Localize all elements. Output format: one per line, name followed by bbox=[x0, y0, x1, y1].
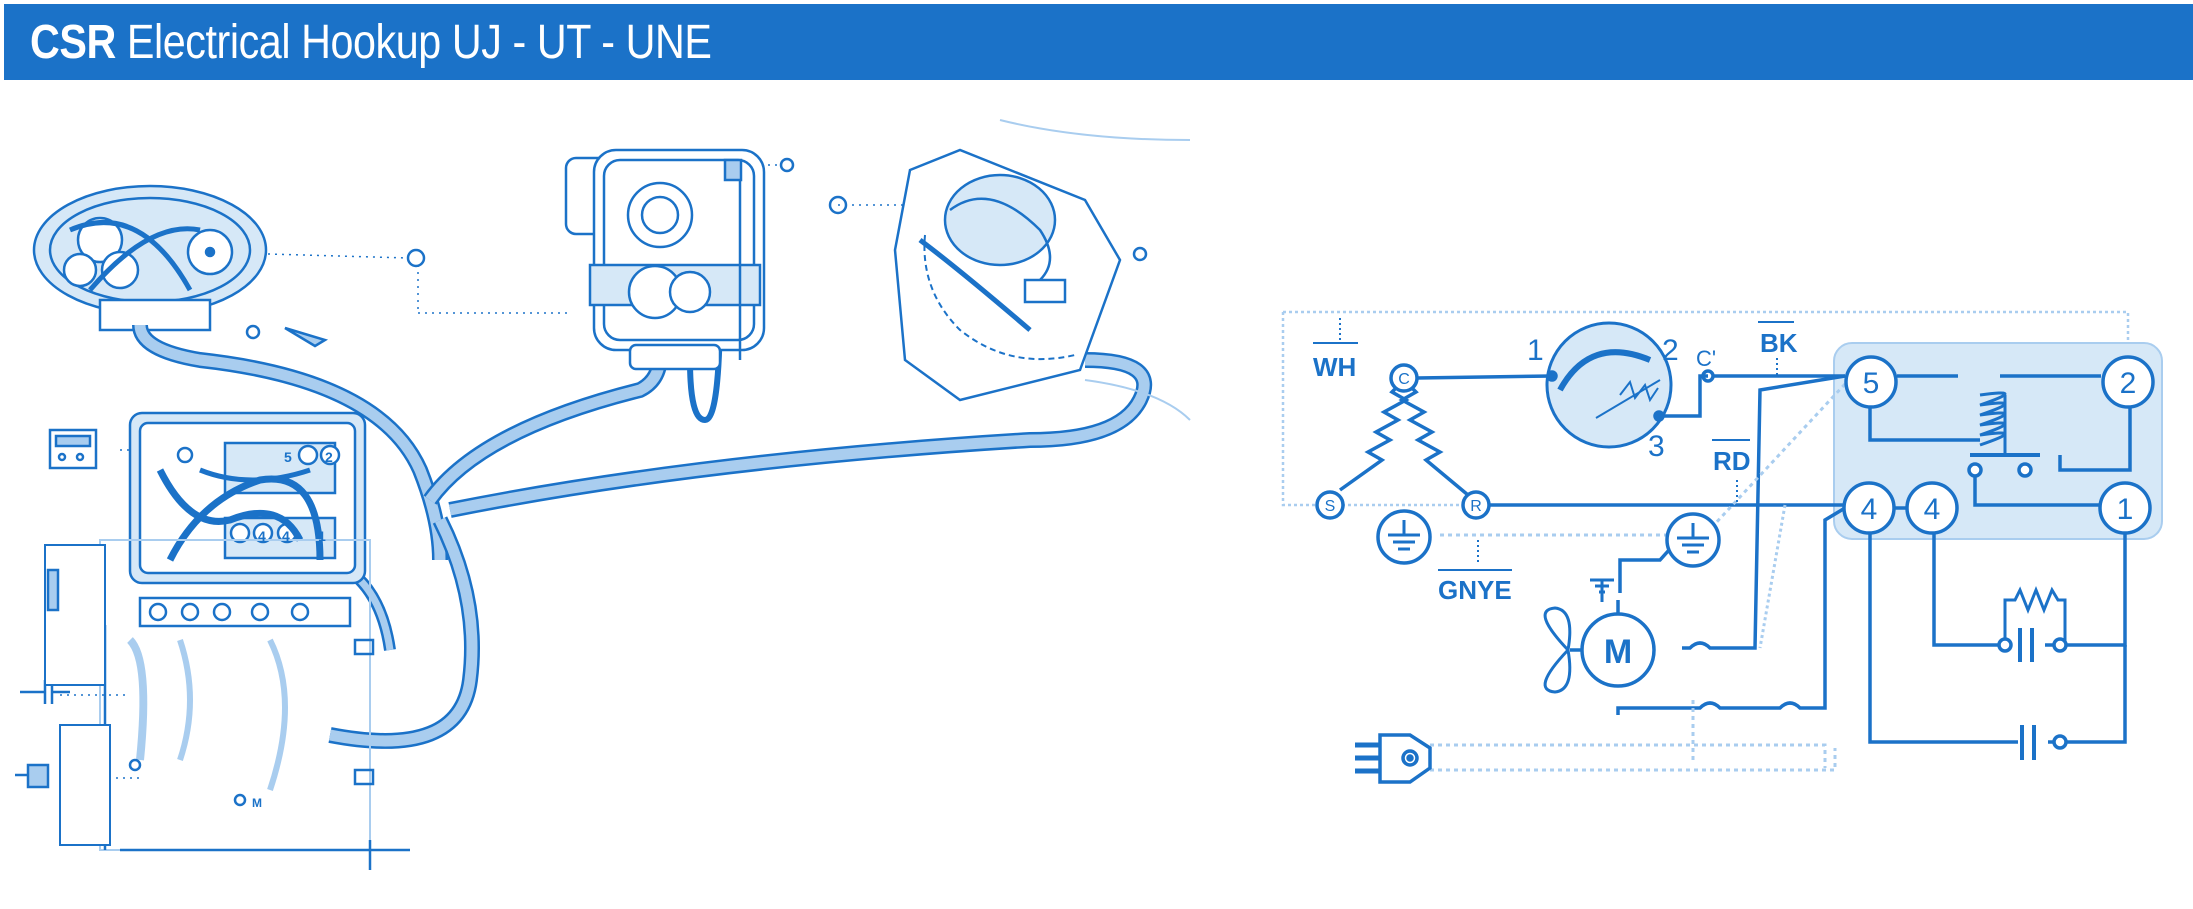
terminal-r-label: R bbox=[1470, 498, 1482, 515]
cables bbox=[132, 299, 1153, 749]
relay-label-1: 1 bbox=[2117, 493, 2134, 526]
compressor-winding bbox=[1315, 363, 1491, 520]
control-box bbox=[44, 411, 410, 870]
relay-terminal-2 bbox=[2101, 355, 2155, 409]
relay-label-2: 2 bbox=[2120, 367, 2137, 400]
fan-motor bbox=[1570, 600, 1656, 688]
terminal-s bbox=[1315, 490, 1345, 520]
terminal-c-label: C bbox=[1398, 371, 1410, 388]
terminal-r bbox=[1461, 490, 1491, 520]
relay-label-4b: 4 bbox=[1924, 493, 1941, 526]
overload-pin-2: 2 bbox=[1662, 334, 1679, 367]
wire-label-bk: BK bbox=[1760, 328, 1798, 358]
illus-terminal-2: 2 bbox=[325, 449, 333, 465]
relay-terminals bbox=[1842, 355, 2155, 535]
relay-label-4a: 4 bbox=[1861, 493, 1878, 526]
relay-terminal-5 bbox=[1844, 355, 1898, 409]
wire-label-gnye: GNYE bbox=[1438, 575, 1512, 605]
ground-icon bbox=[1376, 509, 1432, 565]
schematic-wires bbox=[1416, 374, 2132, 760]
overload-c-prime: C' bbox=[1696, 346, 1716, 371]
wire-label-rd: RD bbox=[1713, 446, 1751, 476]
right-component bbox=[893, 119, 1191, 421]
wire-label-wh: WH bbox=[1313, 352, 1356, 382]
illus-motor-mark: M bbox=[252, 796, 262, 810]
overload-protector bbox=[1545, 321, 1715, 449]
pictorial-illustration: 5 2 4 4 1 M bbox=[15, 119, 1191, 870]
relay-terminal-1 bbox=[2098, 481, 2152, 535]
illus-terminal-4a: 4 bbox=[258, 528, 266, 544]
relay-terminal-4a bbox=[1842, 481, 1896, 535]
schematic: WH BK RD GNYE C S R 1 2 3 C' 5 2 4 4 1 bbox=[1281, 310, 2163, 784]
illus-terminal-4b: 4 bbox=[282, 528, 290, 544]
title-rest: Electrical Hookup UJ - UT - UNE bbox=[126, 15, 712, 69]
overload-pin-1: 1 bbox=[1527, 334, 1544, 367]
schematic-labels: WH BK RD GNYE C S R 1 2 3 C' 5 2 4 4 1 bbox=[1313, 321, 2137, 671]
label-ticks bbox=[1339, 318, 1778, 565]
terminal-s-label: S bbox=[1325, 498, 1336, 515]
illus-terminal-5: 5 bbox=[284, 449, 292, 465]
fan-icon bbox=[1543, 606, 1572, 694]
illus-terminal-1: 1 bbox=[318, 528, 326, 544]
center-component bbox=[564, 148, 766, 371]
motor-label: M bbox=[1604, 633, 1632, 671]
relay-terminal-4b bbox=[1905, 481, 1959, 535]
left-icons bbox=[15, 428, 98, 789]
schematic-boundary bbox=[1281, 310, 2130, 507]
dotted-wires bbox=[1430, 382, 1847, 772]
title-bold: CSR bbox=[30, 15, 116, 69]
plug-icon bbox=[1355, 733, 1432, 784]
relay-label-5: 5 bbox=[1863, 367, 1880, 400]
illustration-labels: 5 2 4 4 1 M bbox=[252, 449, 333, 810]
leader-lines bbox=[60, 164, 920, 779]
title-bar: CSR Electrical Hookup UJ - UT - UNE bbox=[4, 4, 2193, 80]
overload-pin-3: 3 bbox=[1648, 430, 1665, 463]
ground-icon bbox=[1665, 512, 1721, 568]
terminal-cover bbox=[32, 184, 268, 332]
page-title: CSR Electrical Hookup UJ - UT - UNE bbox=[30, 15, 712, 70]
